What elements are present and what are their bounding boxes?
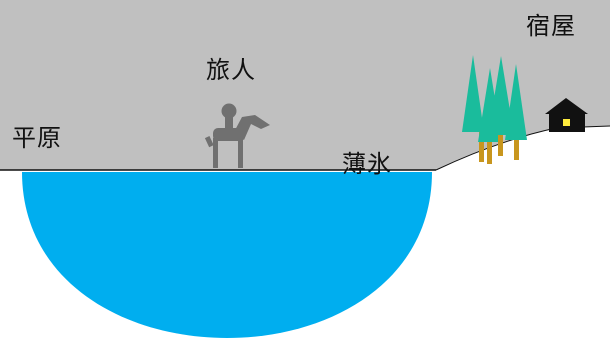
traveler-label: 旅人 xyxy=(206,56,256,84)
thin-ice-label: 薄氷 xyxy=(342,150,392,178)
inn-label: 宿屋 xyxy=(526,12,576,40)
plain-label: 平原 xyxy=(12,124,62,152)
house-icon xyxy=(545,98,588,132)
traveler-on-horse-icon xyxy=(204,103,270,168)
lake xyxy=(22,172,432,338)
forest xyxy=(462,55,527,164)
tree-icon xyxy=(462,55,484,162)
tree-icon xyxy=(488,56,514,156)
tree-icon xyxy=(505,64,527,160)
